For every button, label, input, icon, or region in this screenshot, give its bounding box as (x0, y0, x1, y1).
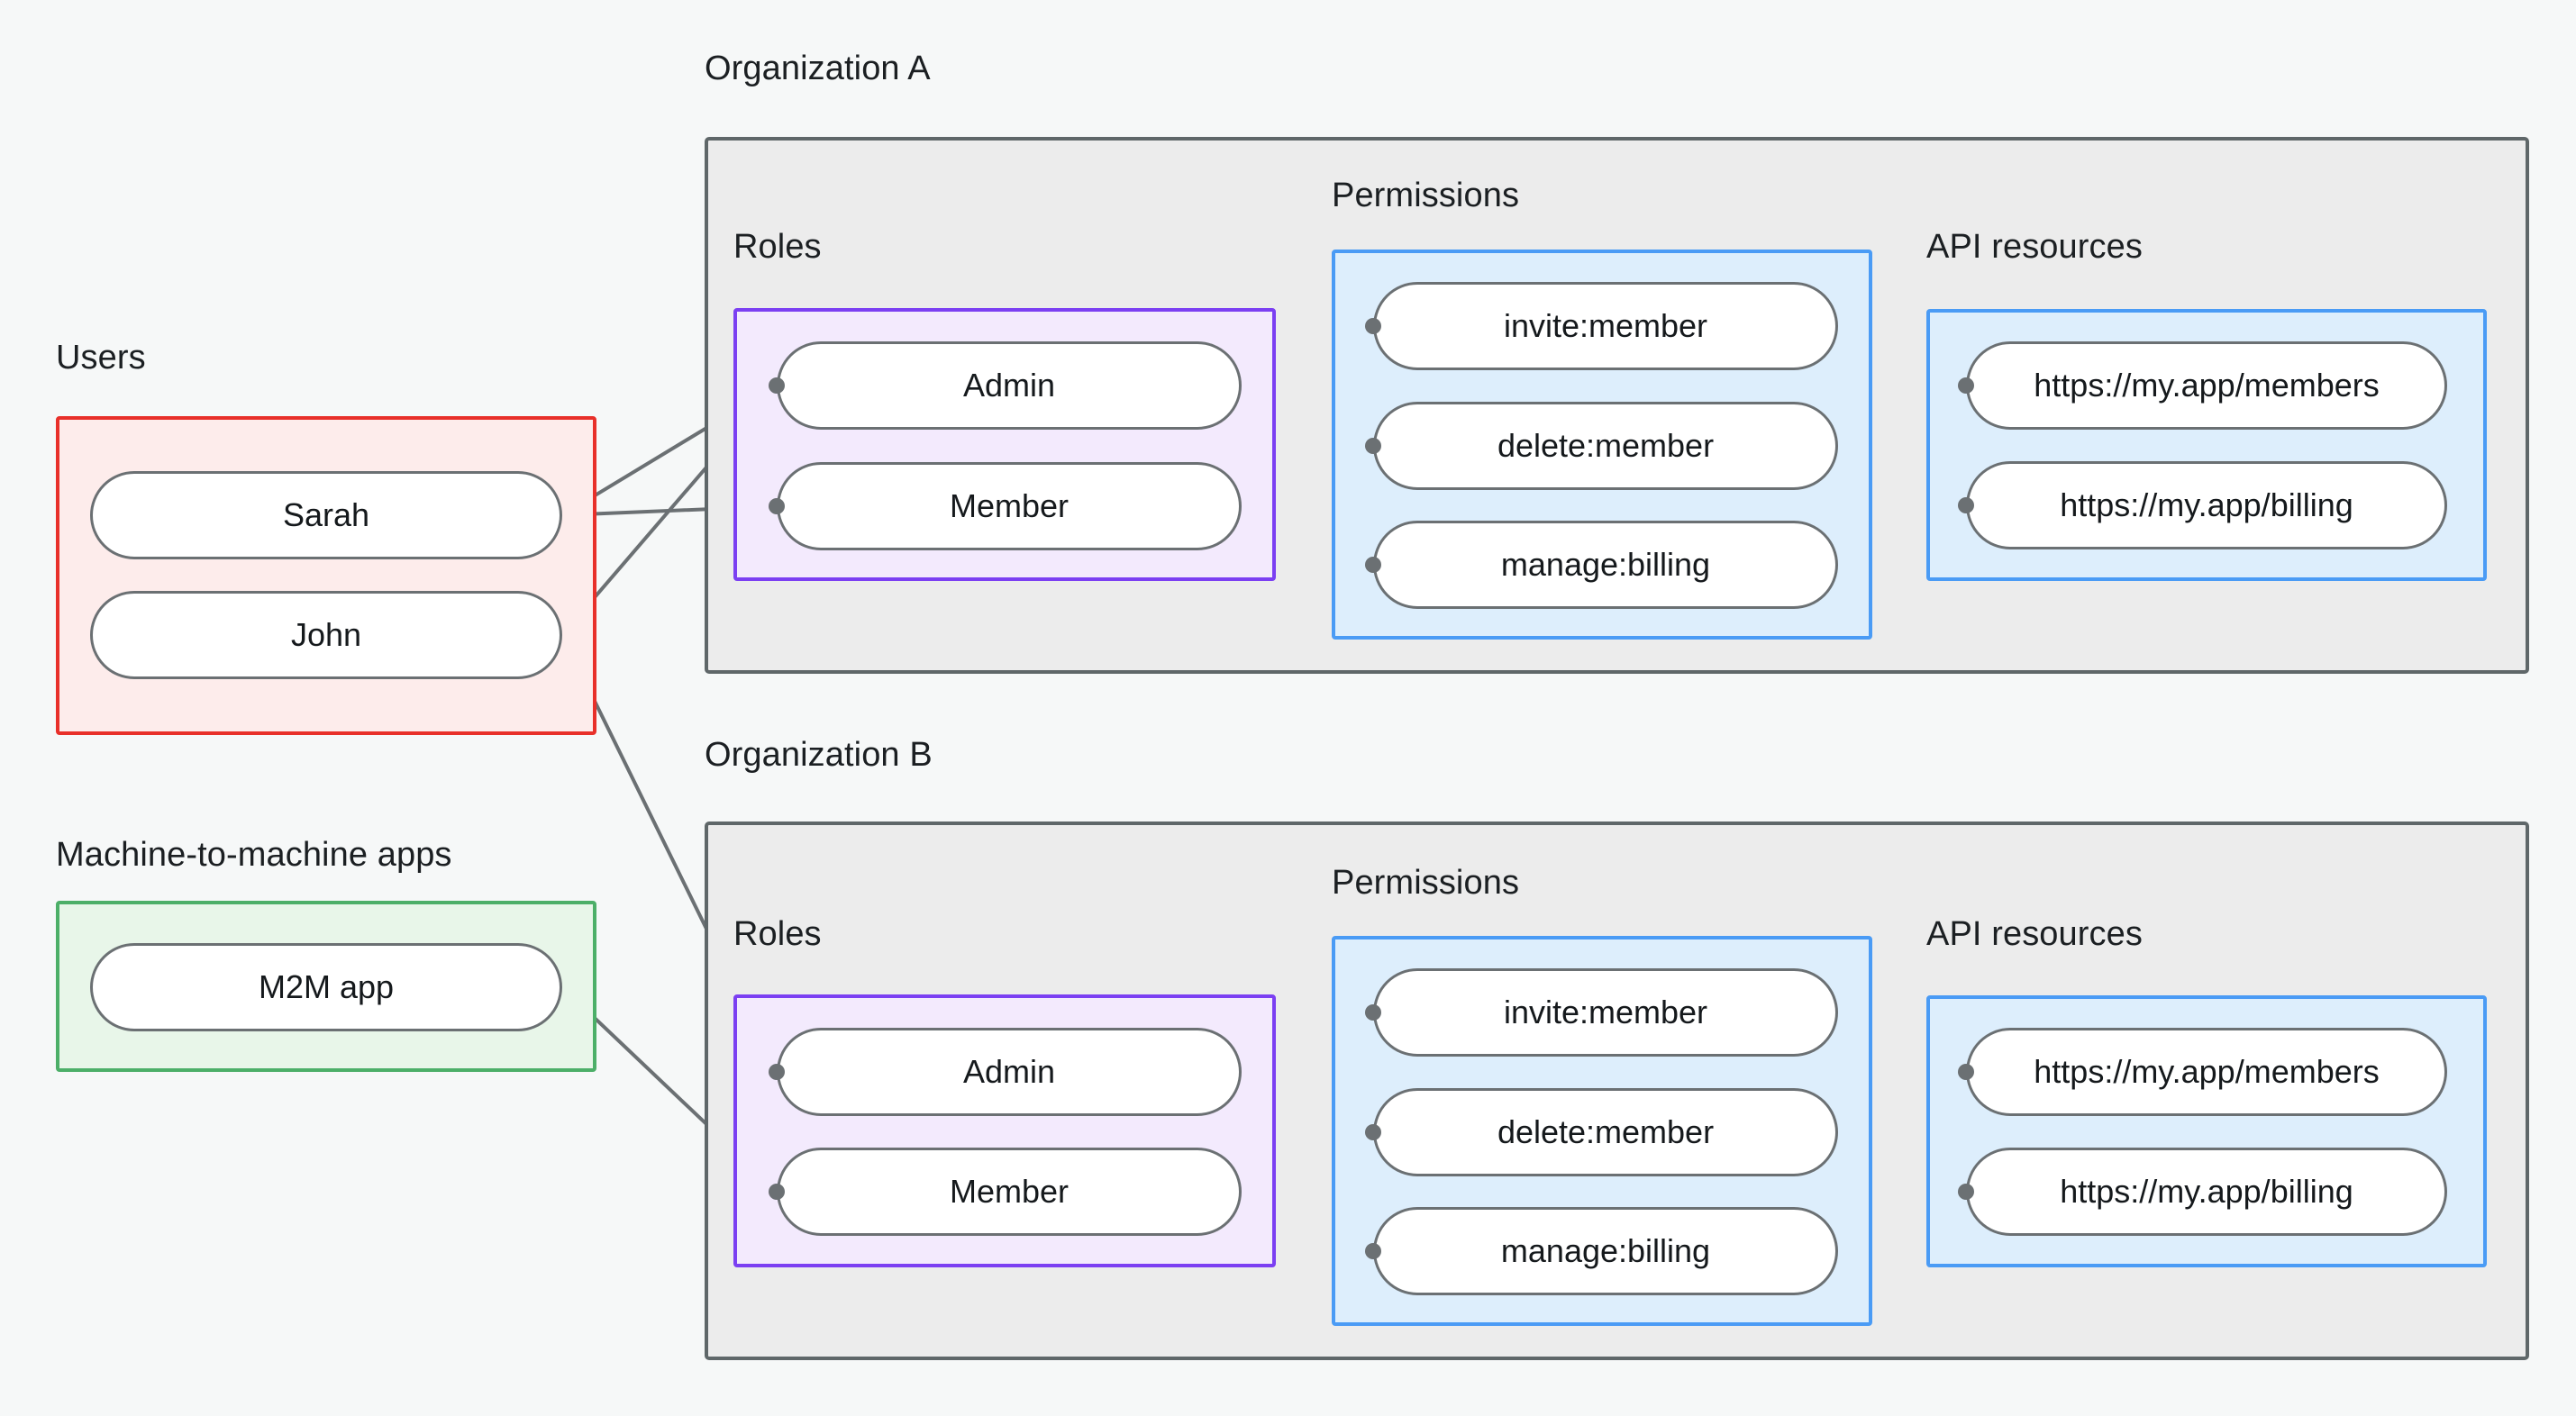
connector-dot (769, 377, 785, 394)
organization-a-api-resources-label: API resources (1926, 228, 2143, 266)
organization-a-permissions-label: Permissions (1332, 177, 1520, 214)
users-box (56, 416, 596, 735)
organization-b-label: Organization B (705, 736, 933, 774)
organization-b-roles-label: Roles (733, 915, 822, 953)
organization-b-permissions-label: Permissions (1332, 864, 1520, 902)
connector-dot (1365, 1124, 1381, 1140)
organization-a-permission-manage-billing[interactable]: manage:billing (1373, 521, 1838, 609)
organization-b-permission-manage-billing[interactable]: manage:billing (1373, 1207, 1838, 1295)
organization-b-permission-delete-member[interactable]: delete:member (1373, 1088, 1838, 1176)
organization-b-api-resource-billing[interactable]: https://my.app/billing (1966, 1148, 2447, 1236)
organization-b-api-resource-members[interactable]: https://my.app/members (1966, 1028, 2447, 1116)
connector-dot (1958, 377, 1974, 394)
connector-dot (1958, 1064, 1974, 1080)
organization-a-role-member[interactable]: Member (777, 462, 1242, 550)
connector-dot (1365, 318, 1381, 334)
connector-dot (769, 1184, 785, 1200)
organization-b-role-member[interactable]: Member (777, 1148, 1242, 1236)
connector-dot (1365, 1004, 1381, 1021)
user-john[interactable]: John (90, 591, 562, 679)
organization-a-api-resource-members[interactable]: https://my.app/members (1966, 341, 2447, 430)
users-label: Users (56, 339, 146, 377)
organization-b-permission-invite-member[interactable]: invite:member (1373, 968, 1838, 1057)
machine-to-machine-apps-label: Machine-to-machine apps (56, 836, 452, 874)
organization-a-role-admin[interactable]: Admin (777, 341, 1242, 430)
connector-dot (1958, 497, 1974, 513)
organization-a-roles-label: Roles (733, 228, 822, 266)
connector-dot (1365, 438, 1381, 454)
organization-a-api-resource-billing[interactable]: https://my.app/billing (1966, 461, 2447, 549)
organization-b-api-resources-label: API resources (1926, 915, 2143, 953)
user-sarah[interactable]: Sarah (90, 471, 562, 559)
connector-dot (1958, 1184, 1974, 1200)
organization-a-permission-delete-member[interactable]: delete:member (1373, 402, 1838, 490)
connector-dot (769, 1064, 785, 1080)
organization-a-permission-invite-member[interactable]: invite:member (1373, 282, 1838, 370)
organization-b-role-admin[interactable]: Admin (777, 1028, 1242, 1116)
organization-a-label: Organization A (705, 50, 931, 87)
m2m-app[interactable]: M2M app (90, 943, 562, 1031)
connector-dot (769, 498, 785, 514)
connector-dot (1365, 557, 1381, 573)
connector-dot (1365, 1243, 1381, 1259)
